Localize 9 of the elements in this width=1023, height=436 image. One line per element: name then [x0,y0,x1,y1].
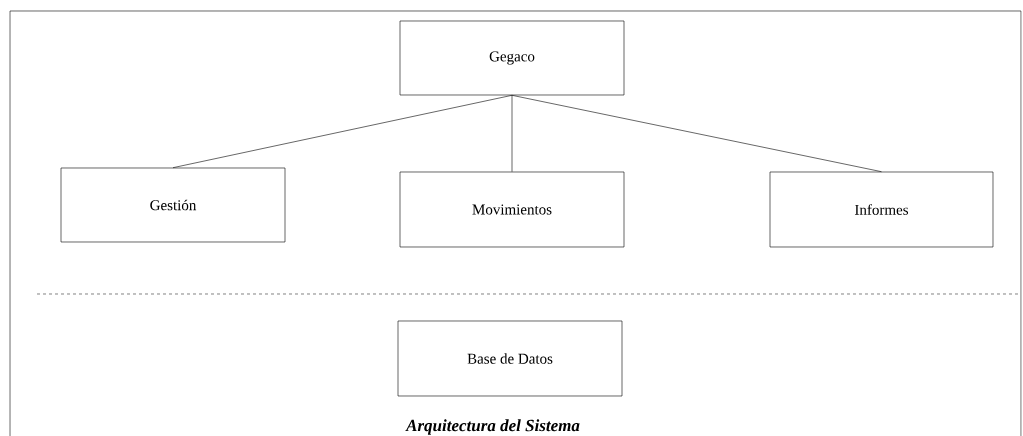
box: Gegaco [399,20,625,96]
caption: Arquitectura del Sistema [405,419,580,435]
box: Informes [769,171,994,248]
box: Gestión [60,167,286,243]
box: Movimientos [399,171,625,248]
box: Base de Datos [397,320,623,397]
connector-line [511,95,882,172]
connector-line [172,95,513,168]
connector-line [511,95,513,172]
